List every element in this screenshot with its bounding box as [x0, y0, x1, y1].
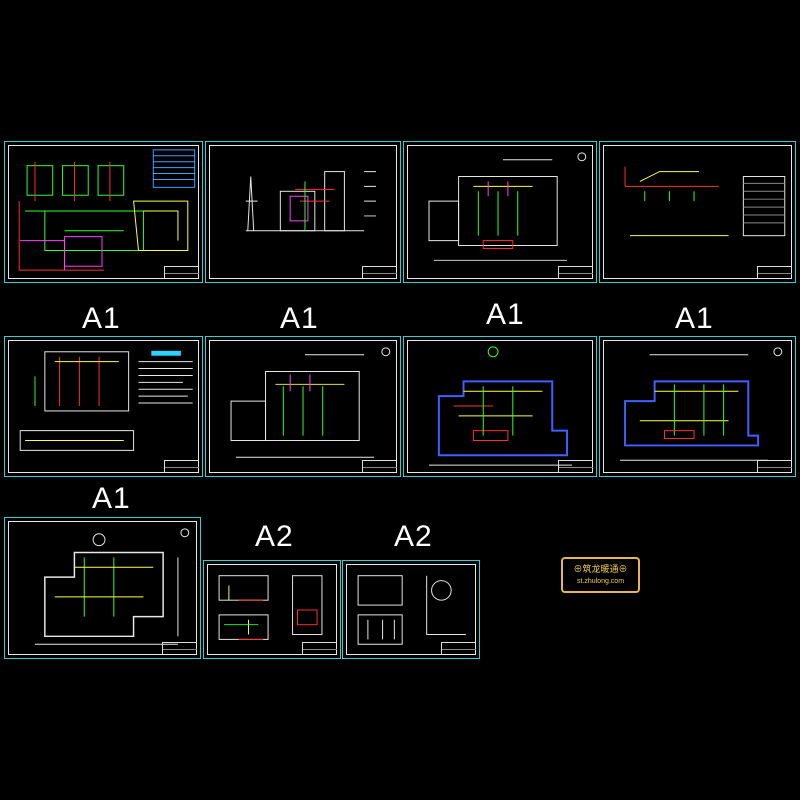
drawing-sheet-2[interactable] — [205, 141, 401, 283]
drawing-sheet-3[interactable] — [403, 141, 597, 283]
sheet-size-label: A2 — [255, 520, 294, 553]
title-block — [362, 266, 397, 279]
drawing-sheet-10[interactable] — [203, 560, 341, 659]
sheet-border — [209, 340, 397, 473]
floor-plan-drawing — [428, 152, 587, 261]
sheet-border — [407, 145, 593, 279]
title-block — [162, 642, 197, 655]
drawing-sheet-4[interactable] — [599, 141, 796, 283]
sheet-size-label: A1 — [280, 302, 319, 335]
detail-drawing — [218, 575, 323, 640]
title-block — [441, 642, 476, 655]
floor-plan-drawing — [620, 347, 783, 461]
sheet-border — [8, 521, 197, 655]
sheet-border — [603, 145, 792, 279]
sheet-size-label: A1 — [82, 302, 121, 335]
watermark-stamp: ⊕筑龙暖通⊕ st.zhulong.com — [561, 557, 640, 593]
drawing-sheet-9[interactable] — [4, 517, 201, 659]
floor-plan-drawing — [34, 528, 190, 645]
sheet-border — [8, 145, 199, 279]
sheet-size-label: A1 — [675, 302, 714, 335]
drawing-sheet-5[interactable] — [4, 336, 203, 477]
sheet-border — [8, 340, 199, 473]
title-block — [757, 460, 792, 473]
equipment-layout-drawing — [19, 350, 193, 451]
sheet-size-label: A1 — [92, 482, 131, 515]
drawing-sheet-6[interactable] — [205, 336, 401, 477]
title-block — [558, 460, 593, 473]
floor-plan-drawing — [429, 346, 572, 466]
floor-plan-drawing — [230, 347, 391, 458]
title-block — [302, 642, 337, 655]
drawing-sheet-8[interactable] — [599, 336, 796, 477]
sheet-border — [207, 564, 337, 655]
schematic-system-diagram — [18, 149, 196, 271]
sheet-border — [346, 564, 476, 655]
title-block — [757, 266, 792, 279]
sheet-size-label: A1 — [486, 298, 525, 331]
detail-drawing — [357, 575, 466, 645]
drawing-sheet-1[interactable] — [4, 141, 203, 283]
title-block — [558, 266, 593, 279]
sheet-size-label: A2 — [394, 520, 433, 553]
drawing-sheet-7[interactable] — [403, 336, 597, 477]
sheet-border — [603, 340, 792, 473]
pipe-layout-drawing — [624, 166, 786, 237]
watermark-title: ⊕筑龙暖通⊕ — [573, 564, 628, 574]
elevation-section-drawing — [245, 171, 376, 232]
drawing-sheet-11[interactable] — [342, 560, 480, 659]
watermark-url: st.zhulong.com — [576, 578, 625, 585]
title-block — [164, 460, 199, 473]
sheet-border — [209, 145, 397, 279]
title-block — [164, 266, 199, 279]
sheet-border — [407, 340, 593, 473]
title-block — [362, 460, 397, 473]
